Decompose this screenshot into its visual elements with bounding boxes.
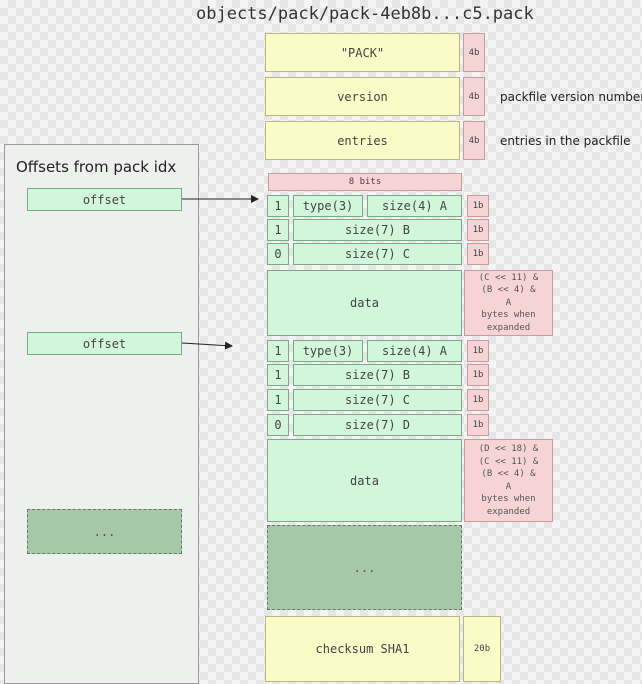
object1-row1-bytes: 1b <box>467 195 489 217</box>
index-more-placeholder: ... <box>27 509 182 554</box>
version-note: packfile version number <box>500 90 642 104</box>
pack-index-panel <box>4 144 199 684</box>
object2-row1-msb: 1 <box>267 340 289 362</box>
object1-note-line: bytes when <box>481 310 536 321</box>
version-size: 4b <box>463 77 485 116</box>
entries-note: entries in the packfile <box>500 134 631 148</box>
object2-size-a-field: size(4) A <box>367 340 462 362</box>
entries-field: entries <box>265 121 460 160</box>
object1-size-a-field: size(4) A <box>367 195 462 217</box>
offset-2-arrow <box>181 341 233 350</box>
diagram-title: objects/pack/pack-4eb8b...c5.pack <box>196 4 534 24</box>
object1-note-line: expanded <box>486 322 531 333</box>
object2-row3-bytes: 1b <box>467 389 489 411</box>
object2-row4-bytes: 1b <box>467 414 489 436</box>
pack-signature-size: 4b <box>463 33 485 72</box>
object2-note-line: (C << 11) & <box>478 456 539 467</box>
object2-note-line: bytes when <box>481 494 536 504</box>
object2-size-note: (D << 18) & (C << 11) & (B << 4) & A byt… <box>464 439 553 522</box>
object2-row2-bytes: 1b <box>467 364 489 386</box>
object2-row4-msb: 0 <box>267 414 289 436</box>
object1-note-line: A <box>505 297 512 308</box>
object2-type-field: type(3) <box>293 340 363 362</box>
object1-data-field: data <box>267 270 462 336</box>
more-objects-placeholder: ... <box>267 525 462 610</box>
version-field: version <box>265 77 460 116</box>
object1-row1-msb: 1 <box>267 195 289 217</box>
object1-row3-msb: 0 <box>267 243 289 265</box>
object2-row1-bytes: 1b <box>467 340 489 362</box>
object1-note-line: (C << 11) & <box>478 272 539 283</box>
entries-size: 4b <box>463 121 485 160</box>
pack-index-title: Offsets from pack idx <box>16 158 177 176</box>
object1-size-c-field: size(7) C <box>293 243 462 265</box>
object1-size-note: (C << 11) & (B << 4) & A bytes when expa… <box>464 270 553 336</box>
object1-note-line: (B << 4) & <box>481 285 536 296</box>
index-offset-1: offset <box>27 188 182 211</box>
object1-size-b-field: size(7) B <box>293 219 462 241</box>
bits-label: 8 bits <box>268 173 462 191</box>
object1-row2-bytes: 1b <box>467 219 489 241</box>
object2-data-field: data <box>267 439 462 522</box>
object2-note-line: (B << 4) & <box>481 469 536 479</box>
object2-note-line: A <box>505 481 512 492</box>
object2-size-b-field: size(7) B <box>293 364 462 386</box>
object2-row2-msb: 1 <box>267 364 289 386</box>
object1-row3-bytes: 1b <box>467 243 489 265</box>
checksum-field: checksum SHA1 <box>265 616 460 682</box>
object1-type-field: type(3) <box>293 195 363 217</box>
object1-row2-msb: 1 <box>267 219 289 241</box>
checksum-size: 20b <box>463 616 501 682</box>
object2-row3-msb: 1 <box>267 389 289 411</box>
index-offset-2: offset <box>27 332 182 355</box>
pack-signature-field: "PACK" <box>265 33 460 72</box>
object2-size-d-field: size(7) D <box>293 414 462 436</box>
object2-note-line: expanded <box>486 506 531 517</box>
object2-note-line: (D << 18) & <box>478 444 539 454</box>
object2-size-c-field: size(7) C <box>293 389 462 411</box>
